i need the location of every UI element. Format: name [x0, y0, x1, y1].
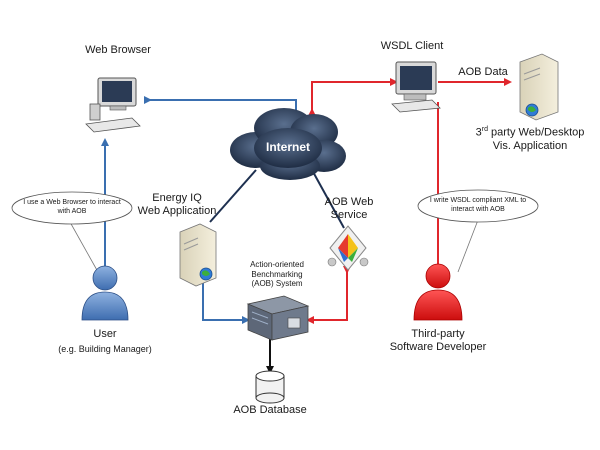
user-figure-icon	[81, 265, 129, 321]
developer-bubble-tail	[457, 219, 479, 273]
internet-cloud-icon	[230, 108, 346, 180]
internet-energyiq-link	[209, 169, 257, 223]
web-browser-computer-icon	[85, 77, 141, 133]
developer-speech-bubble-shape	[417, 189, 539, 223]
user-bubble-tail	[69, 221, 99, 273]
aob-database-label: AOB Database	[233, 404, 307, 416]
energyiq-aobsystem-link	[199, 274, 250, 324]
aob-data-label: AOB Data	[458, 66, 508, 78]
internet-wsdl-link	[308, 78, 398, 116]
user-label: User	[93, 328, 117, 340]
aob-data-server-icon	[519, 53, 559, 121]
user-sublabel: (e.g. Building Manager)	[58, 344, 152, 354]
developer-figure-icon	[413, 263, 463, 321]
aob-web-service-icon	[327, 225, 369, 271]
internet-webservice-link	[311, 169, 345, 229]
internet-label: Internet	[265, 140, 310, 154]
webservice-aobsystem-link	[306, 266, 351, 324]
web-browser-label: Web Browser	[85, 44, 151, 56]
wsdl-client-computer-icon	[391, 61, 441, 113]
energy-iq-server-icon	[179, 223, 217, 287]
wsdl-client-label: WSDL Client	[380, 40, 444, 52]
user-speech-bubble-shape	[11, 191, 133, 225]
aob-database-icon	[255, 370, 285, 404]
aob-system-server-icon	[246, 295, 310, 341]
